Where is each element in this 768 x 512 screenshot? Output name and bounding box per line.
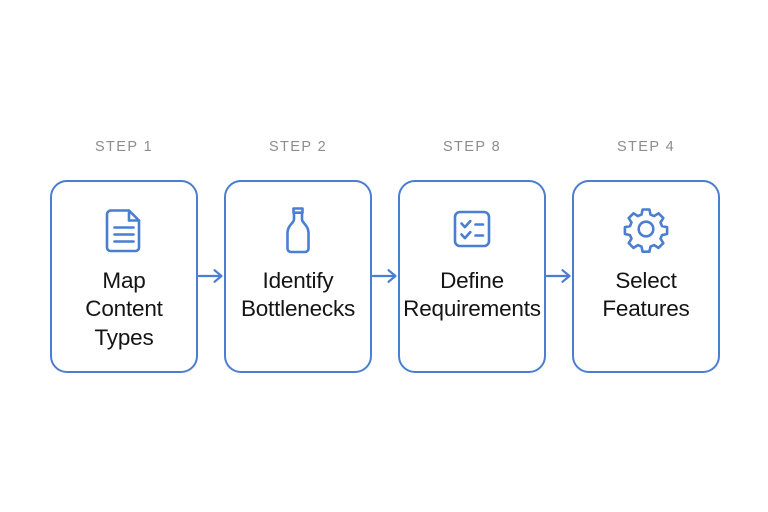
step-2-card[interactable]: Identify Bottlenecks [224, 179, 372, 373]
step-4-card[interactable]: Select Features [572, 179, 720, 373]
checklist-icon [446, 203, 498, 255]
gear-icon [620, 203, 672, 255]
step-3-card[interactable]: Define Requirements [398, 179, 546, 373]
connector-arrow-3 [546, 179, 572, 372]
step-2-label: STEP 2 [268, 139, 328, 155]
connector-arrow-1 [198, 179, 224, 372]
step-1-label: STEP 1 [94, 139, 154, 155]
step-4-label: STEP 4 [616, 139, 676, 155]
step-1-card[interactable]: Map Content Types [50, 179, 198, 373]
document-icon [98, 203, 150, 255]
step-3-title: Define Requirements [403, 267, 541, 322]
step-3[interactable]: STEP 8 Define Requirements [398, 140, 546, 373]
step-4-title: Select Features [602, 267, 690, 322]
step-3-label: STEP 8 [442, 139, 502, 155]
step-4[interactable]: STEP 4 Select Features [572, 140, 720, 373]
connector-arrow-2 [372, 179, 398, 372]
step-1[interactable]: STEP 1 Map Content Types [50, 140, 198, 373]
step-2-title: Identify Bottlenecks [240, 267, 356, 322]
bottle-icon [272, 203, 324, 255]
step-flow-row: STEP 1 Map Content Types [50, 140, 720, 380]
step-2[interactable]: STEP 2 Identify Bottlenecks [224, 140, 372, 373]
step-1-title: Map Content Types [85, 267, 163, 350]
